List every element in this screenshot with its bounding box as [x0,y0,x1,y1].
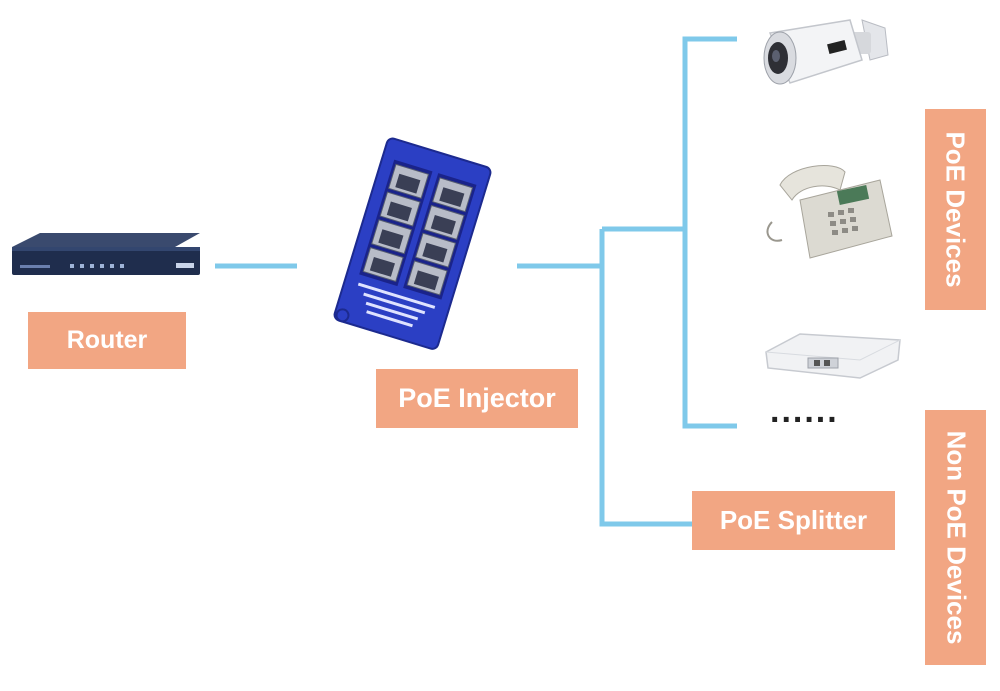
more-devices-ellipsis: ...... [770,392,839,430]
poe-injector-label: PoE Injector [376,369,578,428]
wireless-access-point-icon [765,333,901,379]
non-poe-devices-label: Non PoE Devices [925,410,986,665]
router-label: Router [28,312,186,369]
non-poe-devices-text: Non PoE Devices [941,430,972,645]
poe-devices-label: PoE Devices [925,109,986,310]
poe-splitter-label: PoE Splitter [692,491,895,550]
line-splitter-branch [599,229,692,527]
router-icon [12,233,200,275]
line-device-bus [682,36,737,429]
poe-injector-icon [333,137,492,350]
ip-camera-icon [763,19,889,85]
desk-phone-icon [766,165,893,259]
connection-lines [215,36,737,527]
poe-devices-text: PoE Devices [941,131,971,288]
